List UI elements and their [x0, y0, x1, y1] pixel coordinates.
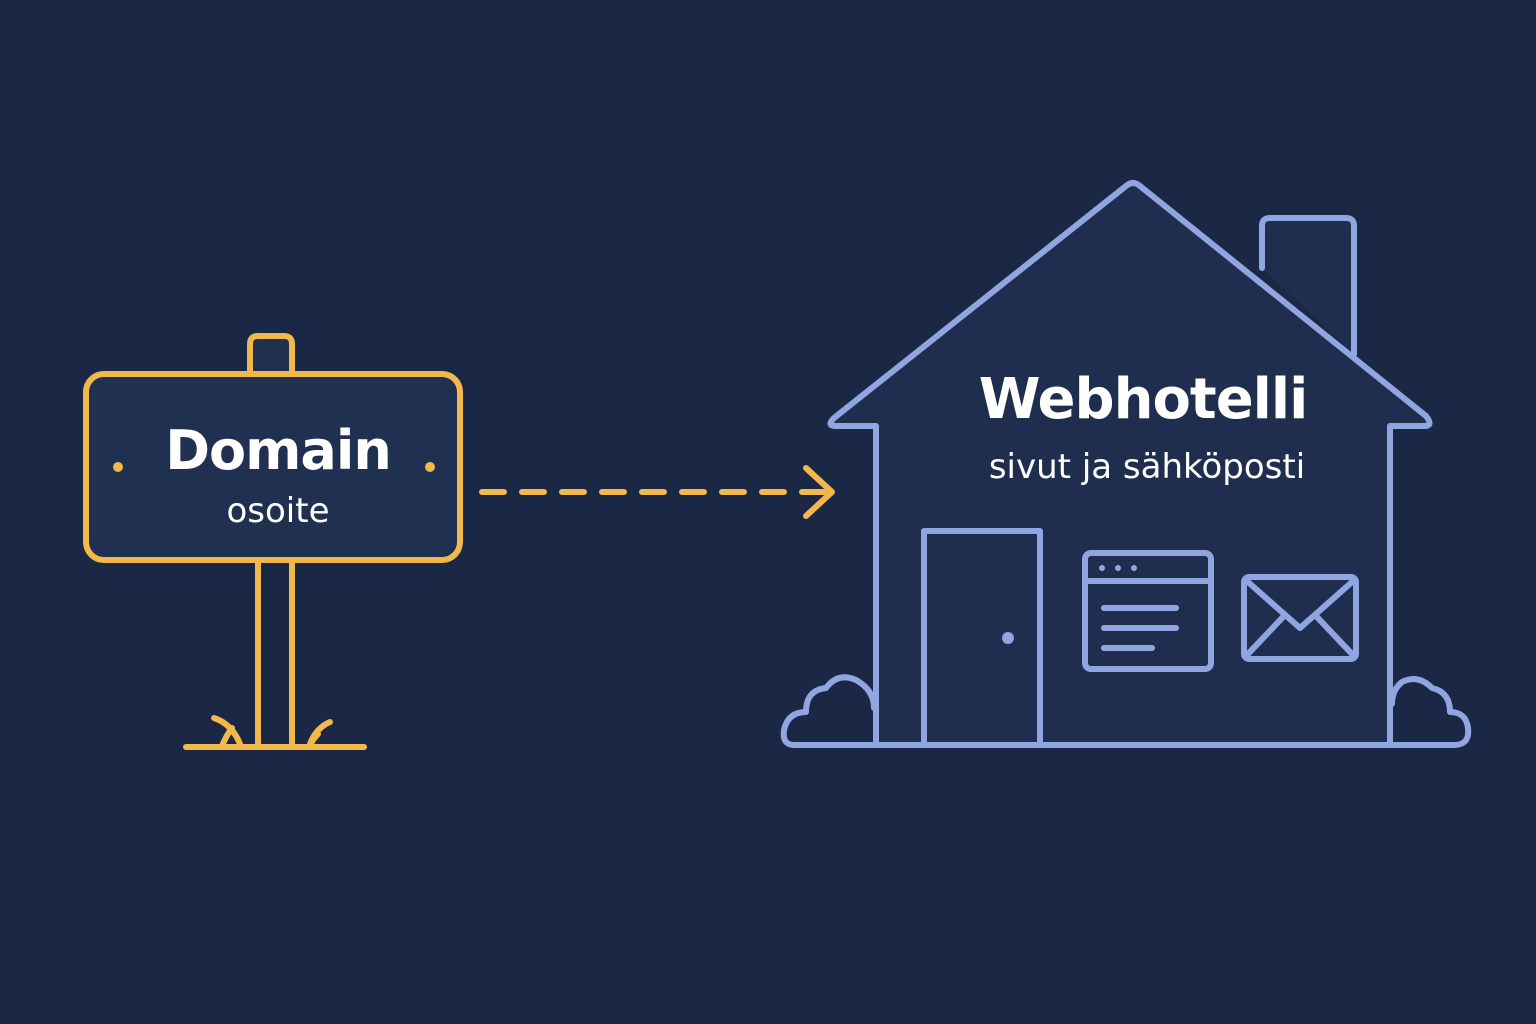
arrow-head	[803, 465, 835, 519]
house	[780, 180, 1472, 748]
house-title: Webhotelli	[978, 367, 1309, 432]
signpost-pole	[255, 557, 295, 749]
sign-screw-left	[113, 462, 123, 472]
browser-window-icon	[1082, 550, 1214, 672]
sign-board	[83, 371, 463, 563]
bush-right	[1387, 676, 1472, 748]
dashed-arrow-right-icon	[479, 465, 835, 519]
door-icon	[921, 528, 1043, 748]
sign-screw-right	[425, 462, 435, 472]
envelope-icon	[1241, 574, 1359, 662]
house-subtitle: sivut ja sähköposti	[988, 447, 1306, 487]
chimney	[1259, 215, 1357, 357]
signpost-top-cap	[247, 333, 295, 377]
grass-right	[307, 719, 333, 749]
sign-title: Domain	[165, 419, 392, 482]
grass-left	[211, 715, 243, 749]
signpost	[83, 333, 463, 750]
door-knob	[1002, 632, 1014, 644]
bush-left	[780, 674, 881, 748]
sign-subtitle: osoite	[226, 491, 330, 531]
